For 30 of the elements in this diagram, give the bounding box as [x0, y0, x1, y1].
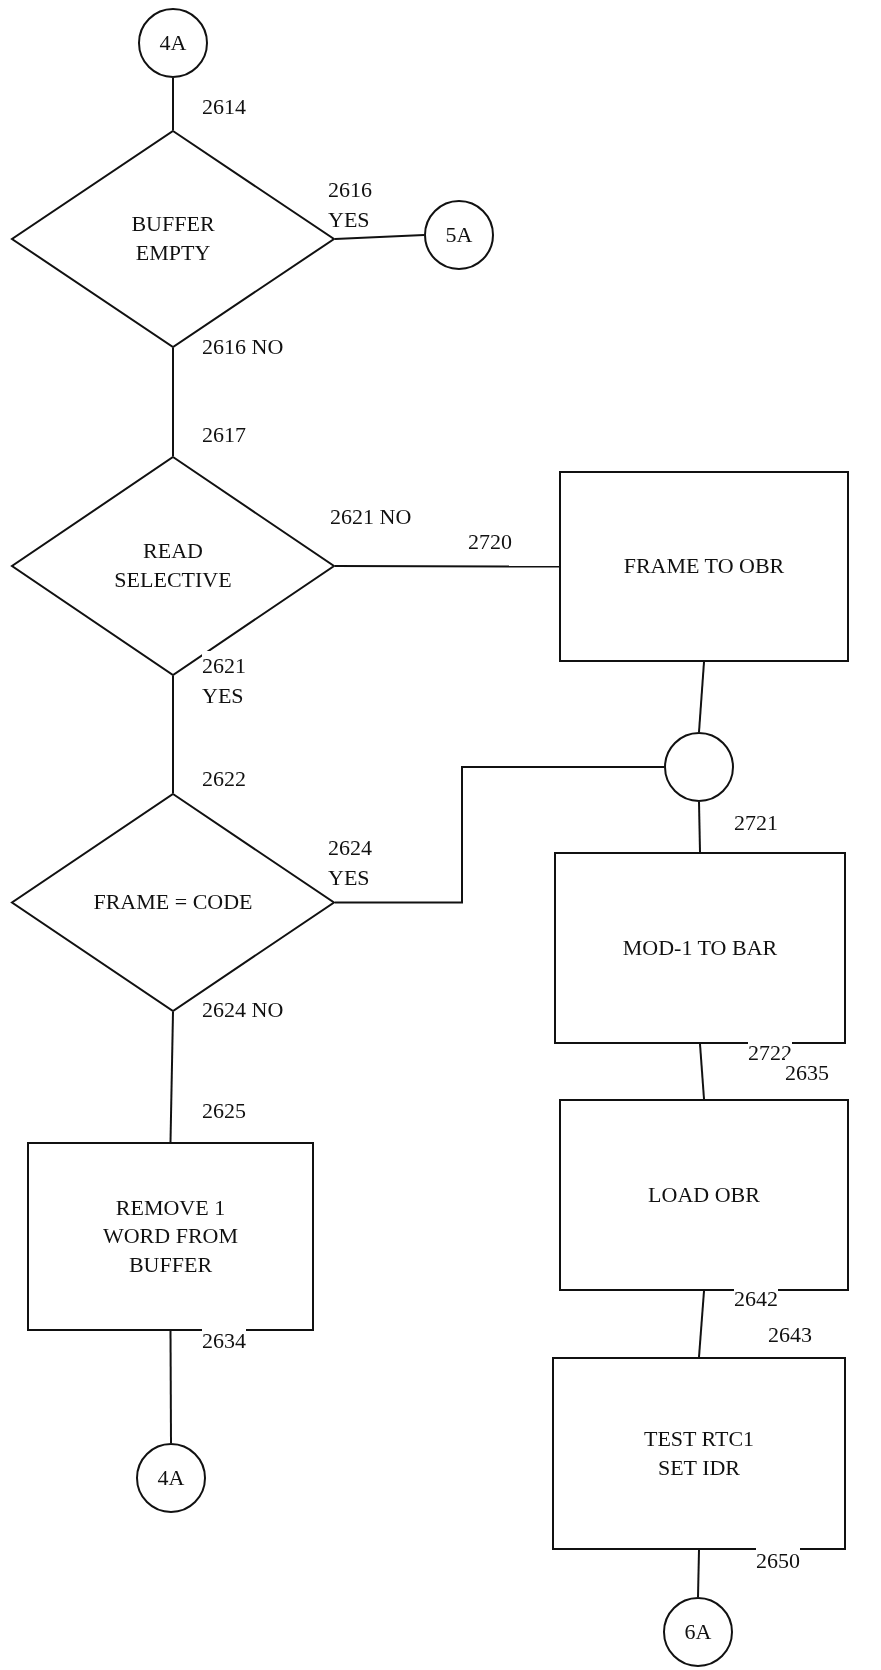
process-box [552, 1357, 846, 1550]
process-box [559, 1099, 849, 1291]
connector-line [698, 801, 701, 853]
connector-line [334, 565, 560, 568]
connector-line [697, 1549, 700, 1598]
step-text: BUFFER EMPTY [130, 210, 216, 267]
connector-line [698, 1290, 705, 1358]
connector-line [169, 1011, 174, 1143]
connector-line [172, 675, 174, 794]
connector-line [698, 661, 705, 733]
connector-line [334, 234, 425, 240]
step-text: LOAD OBR [647, 1180, 761, 1209]
step-text: MOD-1 TO BAR [621, 933, 779, 962]
step-text: 4A [156, 1463, 186, 1492]
process-box [554, 852, 846, 1044]
process-box [559, 471, 849, 662]
process-box [27, 1142, 314, 1331]
connector-line [334, 766, 665, 904]
step-text: FRAME = CODE [92, 888, 254, 917]
step-text: READ SELECTIVE [113, 537, 233, 594]
step-text: FRAME TO OBR [622, 552, 786, 581]
connector-line [172, 77, 174, 131]
step-text: 6A [683, 1617, 713, 1646]
connector-line [172, 347, 174, 457]
step-text: REMOVE 1 WORD FROM BUFFER [101, 1193, 240, 1279]
step-text: 4A [158, 28, 188, 57]
connector-line [699, 1043, 705, 1100]
step-text: 5A [444, 220, 474, 249]
step-text: TEST RTC1 SET IDR [642, 1424, 756, 1482]
connector-line [169, 1330, 172, 1444]
